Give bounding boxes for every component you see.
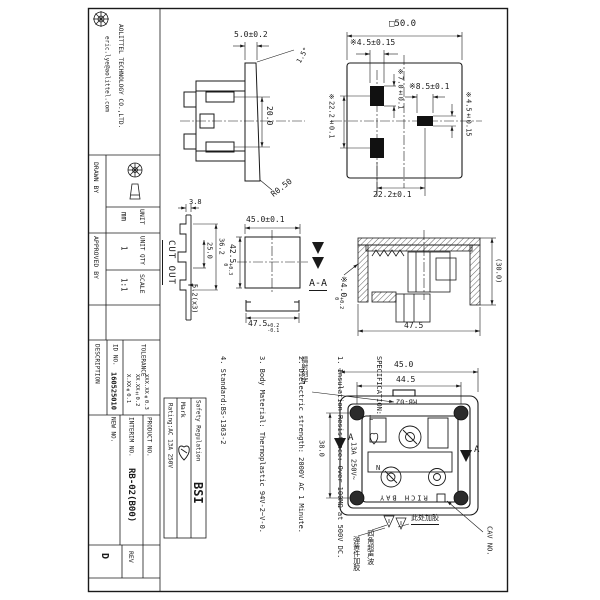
dim-flange-width: 5.0±0.2 [234,30,268,39]
dim-cutout-width: 45.0±0.1 [246,215,285,224]
scale-label: SCALE [138,274,147,294]
rev-label: REV [127,551,136,563]
bsi-value: BSI [191,482,206,504]
dim-earth-slot-height: ※4.5±0.15 [464,91,473,137]
laser-engraving-note: 镭射刻字 [300,356,309,384]
spec-item-4: 4. Standard:BS-1363-2 [219,356,227,445]
cutout-height-tol-dn: 0 [222,263,228,267]
unit-label: UNIT [138,209,147,225]
dim-screw-pitch: 44.5 [396,375,416,384]
specification-title: SPECIFICATION: [375,356,383,416]
dim-pin-pitch: 20.0 [264,106,274,126]
glue-here-note: 此处加胶 [411,514,439,525]
cutout-label: CUT OUT [162,240,176,285]
approved-by-label: APPROVED BY [92,236,101,280]
dim-depth-total: 36.2 [217,238,226,255]
dim-earth-slot-width: ※8.5±0.1 [409,82,450,91]
terminal-screws [367,417,453,503]
seal-cone-icon [129,183,141,200]
dim-section-height-ref: (30.0) [494,258,503,284]
kitemark-icon [178,445,190,461]
description-label: DESCRIPTION [93,344,101,384]
dim-bottom-width: 45.0 [394,360,414,369]
mark-label: Mark [179,402,188,418]
rating-text: Rating:AC 13A 250V [166,403,174,469]
dim-slot-height: ※7.0±0.1 [396,68,405,110]
dim-depth-inner: 25.0 [205,242,214,259]
pin-slot-top [370,86,384,106]
unit-qty-label: UNIT QTY [138,236,146,265]
cutout-outer-base: 47.5 [248,319,268,328]
section-arrow-icons [334,438,472,462]
ultrasonic-note: 四角超声波 [366,530,375,565]
model-engraving: RB-02 [396,397,418,406]
approval-table-box [163,397,207,539]
pin-slot-bottom [370,138,384,158]
dim-section-width: 47.5 [404,321,424,330]
id-no-value: 160525010 [109,372,118,410]
specification-block: SPECIFICATION: 1. Insulation Resistance:… [203,356,411,594]
spec-item-2: 2. Dielectric strength: 2000V AC 1 Minut… [297,356,305,534]
unit-qty-value: 1 [119,246,129,251]
dim-bottom-height: 38.0 [317,440,326,457]
product-no-label: PRODUCT NO. [145,417,153,457]
safety-regulation-label: Safety Regulation [194,400,202,462]
new-no-label: NEW NO. [109,417,117,443]
sheet-frame [87,7,509,593]
wall-base: ※4.0 [339,276,348,298]
corner-screws [349,405,469,506]
scale-value: 1:1 [119,278,129,292]
cutout-outer-tol-up: +0.2 [267,323,280,329]
section-cut-marks [312,242,324,269]
spec-item-3: 3. Body Material: Thermoplastic 94V-2~V-… [258,356,266,534]
tolerance-label: TOLERANCE [139,344,147,377]
section-arrow-a-left: A [348,433,354,443]
warning-triangle-icons [383,515,407,530]
dim-cutout-outer-width: 47.5+0.2-0.1 [248,319,280,334]
cav-no-label: CAV NO. [485,526,494,556]
company-name: AOLITTEL TECHNOLOGY CO.,LTD. [116,24,124,129]
tolerance-value-2: XX.XX±0.2 [134,374,141,407]
brand-marking: RICH BAY [378,493,428,502]
cutout-height-base: 42.5 [228,244,237,264]
wall-tol-dn: 0 [333,297,339,301]
drawn-stamp-icon [127,162,143,178]
spec-item-1: 1. Insulation Resistance: Over 100MΩ at … [336,356,344,559]
dim-slot-width: ※4.5±0.15 [350,38,396,47]
tolerance-value-1: X.XX±0.1 [125,374,132,404]
dim-slot-pitch-horizontal: 22.2±0.1 [373,190,412,199]
rev-value: D [99,553,110,560]
dim-step: 5.2(x3) [190,284,199,314]
live-marking: L [369,414,374,422]
earth-slot [417,116,433,126]
kitemark-molded-icon [369,432,379,445]
tolerance-value-3: XXX.XX±0.3 [143,374,150,410]
unit-value: mm [119,212,129,222]
cutout-outer-tol-dn: -0.1 [267,328,280,334]
section-arrow-a-right: A [474,445,480,455]
section-label: A-A [309,278,328,291]
company-email: eric.lye@aolittel.com [103,36,111,112]
product-no-value: RB-02(B00) [125,468,136,523]
rating-marking: 13A 250V~ [349,442,358,480]
dim-slot-pitch-vertical: ※22.2±0.1 [327,93,336,139]
neutral-marking: N [376,464,381,472]
spring-glue-note: 弹簧件加胶 [352,536,361,571]
company-logo-icon [93,11,109,27]
id-no-label: ID NO. [111,344,119,366]
drawn-by-label: DRAWN BY [92,162,101,194]
dim-panel-thickness: 3.8 [189,198,202,206]
dim-outer-size: □50.0 [389,19,417,29]
interim-no-label: INTERIM NO. [127,417,135,457]
